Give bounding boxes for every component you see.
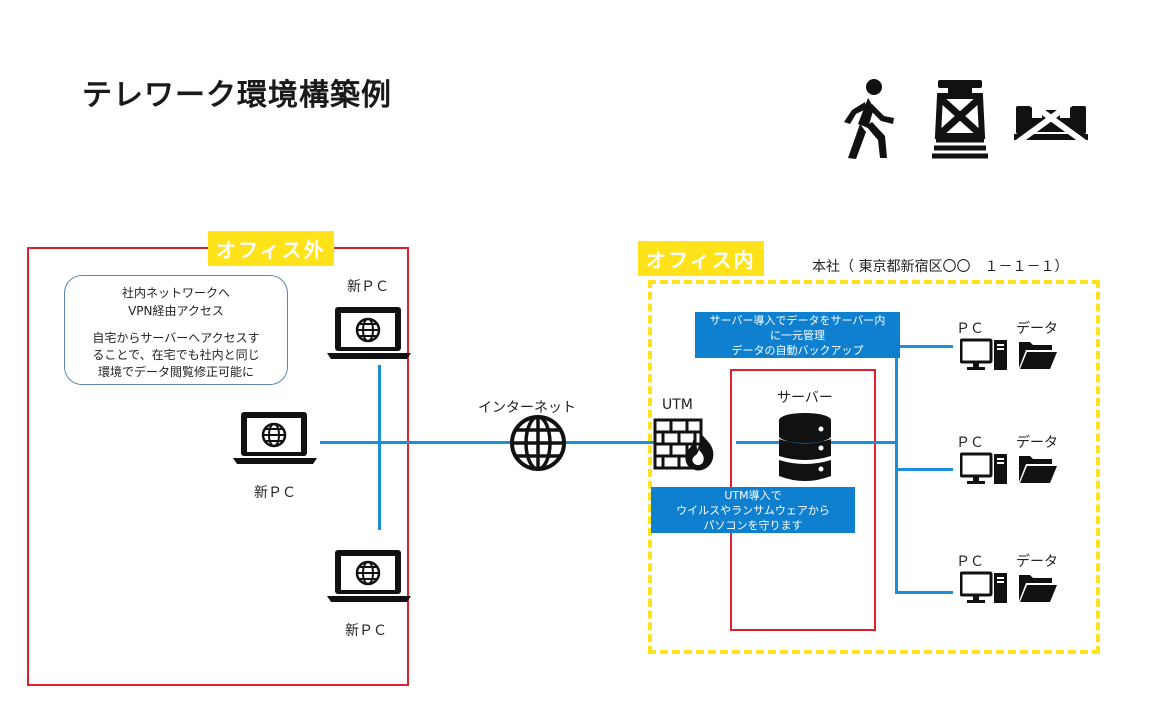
network-line-server — [736, 441, 896, 444]
vpn-note-line: 環境でデータ閲覧修正可能に — [97, 365, 254, 379]
network-line-client-3 — [895, 591, 953, 594]
laptop-label-top: 新ＰＣ — [347, 279, 389, 295]
vpn-note-line: ることで、在宅でも社内と同じ — [92, 348, 260, 362]
desktop-pc-icon — [960, 452, 1008, 486]
laptop-globe-icon — [325, 548, 413, 604]
utm-info-line: ウイルスやランサムウェアから — [676, 504, 830, 517]
server-info-line: に一元管理 — [770, 329, 825, 342]
firewall-icon — [653, 418, 717, 472]
laptop-globe-icon — [231, 410, 319, 466]
outside-office-tag: オフィス外 — [208, 231, 334, 266]
network-line-client-1 — [895, 345, 953, 348]
office-address: 本社（ 東京都新宿区〇〇 １－１－１） — [812, 259, 1069, 275]
client-data-label: データ — [1016, 435, 1058, 451]
globe-icon — [509, 414, 567, 472]
utm-info-box: UTM導入で ウイルスやランサムウェアから パソコンを守ります — [651, 487, 855, 533]
client-pc-label: ＰＣ — [956, 321, 984, 337]
vpn-note-line: VPN経由アクセス — [128, 304, 224, 318]
client-data-label: データ — [1016, 321, 1058, 337]
network-line-client-2 — [895, 468, 953, 471]
server-info-box: サーバー導入でデータをサーバー内 に一元管理 データの自動バックアップ — [695, 312, 900, 358]
vpn-note-line: 自宅からサーバーへアクセスす — [92, 331, 260, 345]
inside-office-tag: オフィス内 — [638, 241, 764, 276]
laptop-label-bottom: 新ＰＣ — [345, 623, 387, 639]
folder-icon — [1018, 338, 1058, 370]
internet-label: インターネット — [478, 400, 576, 416]
vpn-note-line: 社内ネットワークへ — [121, 286, 230, 300]
server-label: サーバー — [777, 390, 833, 406]
commute-train-crossed-icon — [930, 78, 990, 160]
walking-person-icon — [838, 78, 900, 160]
folder-icon — [1018, 452, 1058, 484]
inside-office-area — [648, 280, 1100, 654]
server-icon — [777, 412, 833, 484]
laptop-globe-icon — [325, 305, 413, 361]
vpn-note: 社内ネットワークへ VPN経由アクセス 自宅からサーバーへアクセスす ることで、… — [64, 275, 288, 385]
client-pc-label: ＰＣ — [956, 554, 984, 570]
client-data-label: データ — [1016, 554, 1058, 570]
utm-info-line: UTM導入で — [724, 489, 782, 502]
server-info-line: データの自動バックアップ — [731, 344, 864, 357]
utm-label: UTM — [662, 397, 693, 413]
network-line-vertical-left — [378, 365, 381, 530]
laptop-label-middle: 新ＰＣ — [254, 485, 296, 501]
desktop-pc-icon — [960, 338, 1008, 372]
client-pc-label: ＰＣ — [956, 435, 984, 451]
server-info-line: サーバー導入でデータをサーバー内 — [709, 314, 886, 327]
utm-info-line: パソコンを守ります — [703, 519, 803, 532]
folder-icon — [1018, 571, 1058, 603]
office-desk-crossed-icon — [1012, 92, 1090, 144]
page-title: テレワーク環境構築例 — [82, 78, 392, 113]
desktop-pc-icon — [960, 571, 1008, 605]
